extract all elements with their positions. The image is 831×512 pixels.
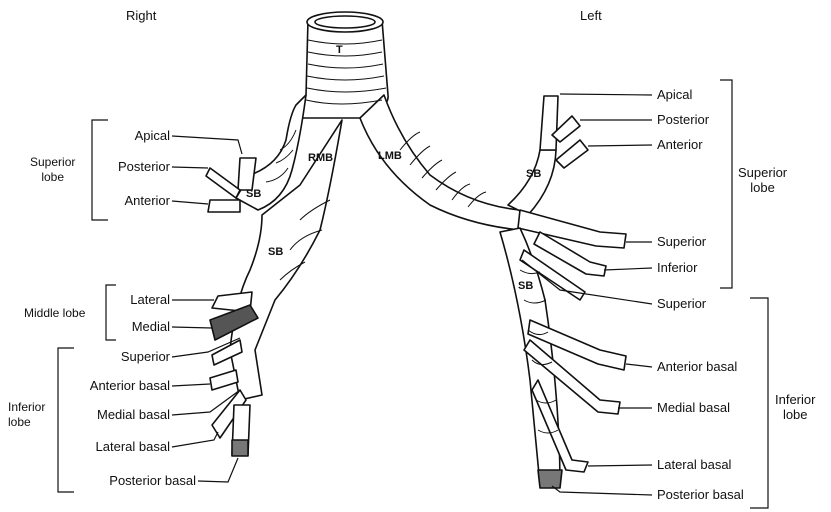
left-segment-posterior: Posterior — [657, 112, 709, 127]
right-upper-apical-branch — [238, 158, 256, 190]
right-upper-anterior-branch — [208, 200, 240, 212]
right-upper-sb-label: SB — [246, 188, 261, 200]
right-superior-lobe-name-line1: Superior — [30, 155, 75, 169]
left-side-heading: Left — [580, 8, 602, 23]
right-middle-lobe-bracket — [106, 285, 116, 340]
right-superior-lobe-name-line2: lobe — [41, 170, 64, 184]
right-inferior-lobe-name-line2: lobe — [8, 415, 31, 429]
left-segment-inferior-lingular: Inferior — [657, 260, 697, 275]
right-middle-lobe-name: Middle lobe — [24, 306, 85, 321]
left-lower-sb-label: SB — [518, 280, 533, 292]
left-inferior-lobe-bracket — [750, 298, 768, 508]
left-inferior-lobe-name-line1: Inferior — [775, 392, 815, 407]
left-segment-superior-lingular: Superior — [657, 234, 706, 249]
right-intermediate-sb-label: SB — [268, 246, 283, 258]
right-superior-lobe-bracket — [92, 120, 108, 220]
trachea-label: T — [336, 44, 343, 56]
right-segment-anterior: Anterior — [124, 193, 170, 208]
right-segment-lateral-basal: Lateral basal — [96, 439, 170, 454]
right-segment-lateral: Lateral — [130, 292, 170, 307]
right-inferior-lobe-bracket — [58, 348, 74, 492]
right-segment-medial-basal: Medial basal — [97, 407, 170, 422]
right-segment-anterior-basal: Anterior basal — [90, 378, 170, 393]
left-upper-sb-label: SB — [526, 168, 541, 180]
left-inferior-lobe-name: Inferior lobe — [775, 392, 815, 422]
left-upper-apical-branch — [540, 96, 558, 150]
left-segment-anterior-basal: Anterior basal — [657, 359, 737, 374]
left-segment-posterior-basal: Posterior basal — [657, 487, 744, 502]
left-upper-lobe-bronchus — [508, 150, 556, 215]
right-segment-posterior-basal: Posterior basal — [109, 473, 196, 488]
left-segment-lateral-basal: Lateral basal — [657, 457, 731, 472]
left-segment-apical: Apical — [657, 87, 692, 102]
right-lower-basal-branch-a — [210, 370, 238, 390]
left-segment-superior: Superior — [657, 296, 706, 311]
right-segment-posterior: Posterior — [118, 159, 170, 174]
left-upper-anterior-branch — [556, 140, 588, 168]
right-side-heading: Right — [126, 8, 156, 23]
left-lower-posterior-basal-tip — [538, 470, 562, 488]
left-superior-lobe-bracket — [720, 80, 732, 288]
left-superior-lobe-name-line1: Superior — [738, 165, 787, 180]
left-main-bronchus — [360, 95, 520, 230]
right-upper-posterior-branch — [206, 168, 240, 198]
right-segment-superior: Superior — [121, 349, 170, 364]
lmb-label: LMB — [378, 150, 402, 162]
right-inferior-lobe-name: Inferior lobe — [8, 400, 45, 430]
left-inferior-lobe-name-line2: lobe — [783, 407, 808, 422]
left-segment-anterior: Anterior — [657, 137, 703, 152]
left-superior-lobe-name: Superior lobe — [738, 165, 787, 195]
right-superior-lobe-name: Superior lobe — [30, 155, 75, 185]
right-segment-apical: Apical — [135, 128, 170, 143]
rmb-label: RMB — [308, 152, 333, 164]
left-superior-lobe-name-line2: lobe — [750, 180, 775, 195]
right-inferior-lobe-name-line1: Inferior — [8, 400, 45, 414]
left-segment-medial-basal: Medial basal — [657, 400, 730, 415]
right-segment-medial: Medial — [132, 319, 170, 334]
